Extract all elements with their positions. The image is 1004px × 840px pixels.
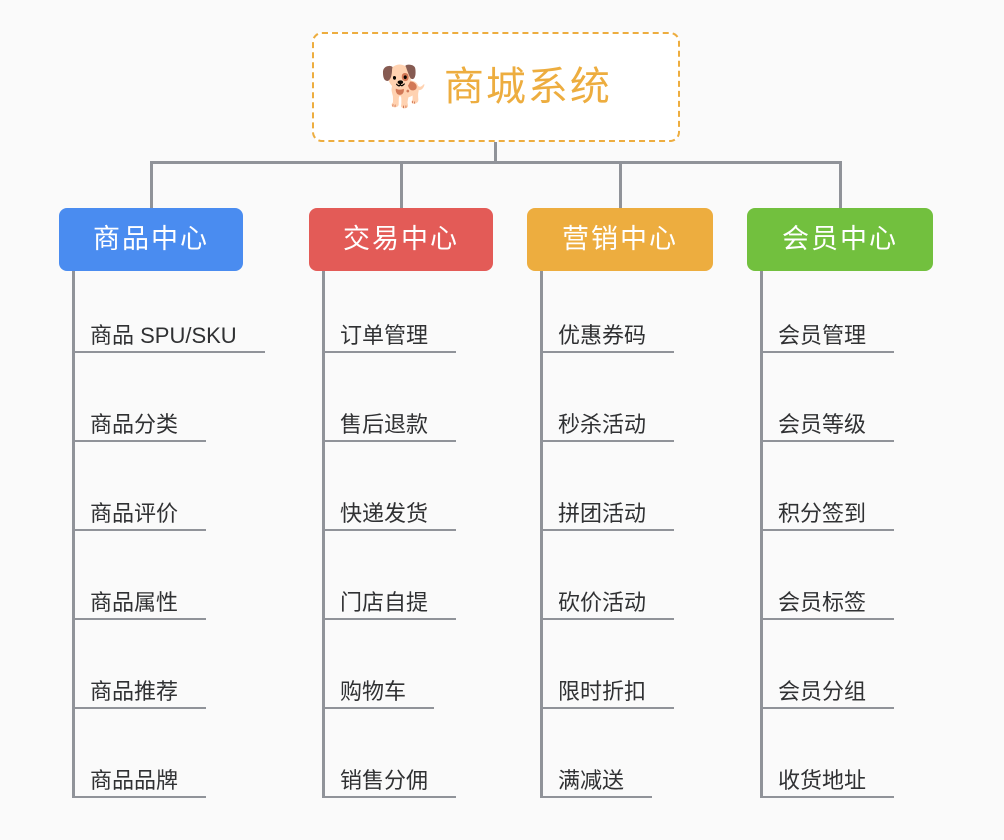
leaf-item-underline	[322, 618, 456, 620]
leaf-item-underline	[322, 440, 456, 442]
leaf-item-underline	[72, 529, 206, 531]
leaf-item-underline	[540, 351, 674, 353]
category-label-member-center: 会员中心	[782, 224, 898, 254]
leaf-item-label: 会员管理	[778, 323, 867, 348]
category-member-center[interactable]: 会员中心	[747, 208, 933, 271]
leaf-item-underline	[322, 351, 456, 353]
leaf-item-label: 砍价活动	[558, 590, 647, 615]
category-trade-center[interactable]: 交易中心	[309, 208, 493, 271]
leaf-item-underline	[540, 707, 674, 709]
leaf-item-label: 门店自提	[340, 590, 429, 615]
connector-branch-trade-center	[400, 161, 403, 209]
leaf-item-label: 商品分类	[90, 412, 179, 437]
category-label-marketing-center: 营销中心	[562, 224, 678, 254]
leaf-item-underline	[322, 796, 456, 798]
trunk-line-product-center	[72, 271, 75, 798]
leaf-item-label: 订单管理	[340, 323, 429, 348]
connector-branch-member-center	[839, 161, 842, 209]
root-node-label: 商城系统	[443, 65, 612, 109]
leaf-item-label: 会员标签	[778, 590, 867, 615]
leaf-item-label: 秒杀活动	[558, 412, 647, 437]
leaf-item-label: 会员分组	[778, 679, 867, 704]
leaf-item-label: 售后退款	[340, 412, 429, 437]
leaf-item-underline	[322, 529, 456, 531]
leaf-item-underline	[540, 796, 652, 798]
trunk-line-trade-center	[322, 271, 325, 798]
leaf-item-underline	[72, 351, 265, 353]
leaf-item-underline	[760, 707, 894, 709]
leaf-item-underline	[322, 707, 434, 709]
leaf-item-label: 商品 SPU/SKU	[90, 323, 237, 348]
leaf-item-label: 拼团活动	[558, 501, 647, 526]
leaf-item-label: 销售分佣	[340, 768, 429, 793]
leaf-item-underline	[760, 618, 894, 620]
connector-horizontal-bus	[150, 161, 840, 164]
leaf-item-label: 购物车	[340, 679, 407, 704]
leaf-item-underline	[540, 529, 674, 531]
leaf-item-label: 会员等级	[778, 412, 867, 437]
leaf-item-label: 快递发货	[340, 501, 429, 526]
leaf-item-underline	[540, 440, 674, 442]
leaf-item-underline	[760, 440, 894, 442]
leaf-item-underline	[540, 618, 674, 620]
leaf-item-underline	[760, 796, 894, 798]
trunk-line-member-center	[760, 271, 763, 798]
leaf-item-label: 积分签到	[778, 501, 867, 526]
leaf-item-label: 收货地址	[778, 768, 867, 793]
trunk-line-marketing-center	[540, 271, 543, 798]
leaf-item-underline	[72, 440, 206, 442]
category-label-product-center: 商品中心	[93, 224, 209, 254]
leaf-item-underline	[72, 796, 206, 798]
leaf-item-underline	[72, 707, 206, 709]
connector-branch-product-center	[150, 161, 153, 209]
shiba-dog-face-icon: 🐕	[380, 65, 430, 109]
leaf-item-label: 优惠券码	[558, 323, 647, 348]
category-product-center[interactable]: 商品中心	[59, 208, 243, 271]
category-marketing-center[interactable]: 营销中心	[527, 208, 713, 271]
leaf-item-label: 商品推荐	[90, 679, 179, 704]
leaf-item-label: 商品属性	[90, 590, 179, 615]
leaf-item-underline	[72, 618, 206, 620]
leaf-item-label: 限时折扣	[558, 679, 647, 704]
root-node[interactable]: 🐕 商城系统	[312, 32, 680, 142]
leaf-item-label: 商品评价	[90, 501, 179, 526]
leaf-item-label: 满减送	[558, 768, 625, 793]
connector-branch-marketing-center	[619, 161, 622, 209]
leaf-item-label: 商品品牌	[90, 768, 179, 793]
category-label-trade-center: 交易中心	[343, 224, 459, 254]
leaf-item-underline	[760, 529, 894, 531]
connector-root-stem	[494, 142, 497, 163]
leaf-item-underline	[760, 351, 894, 353]
